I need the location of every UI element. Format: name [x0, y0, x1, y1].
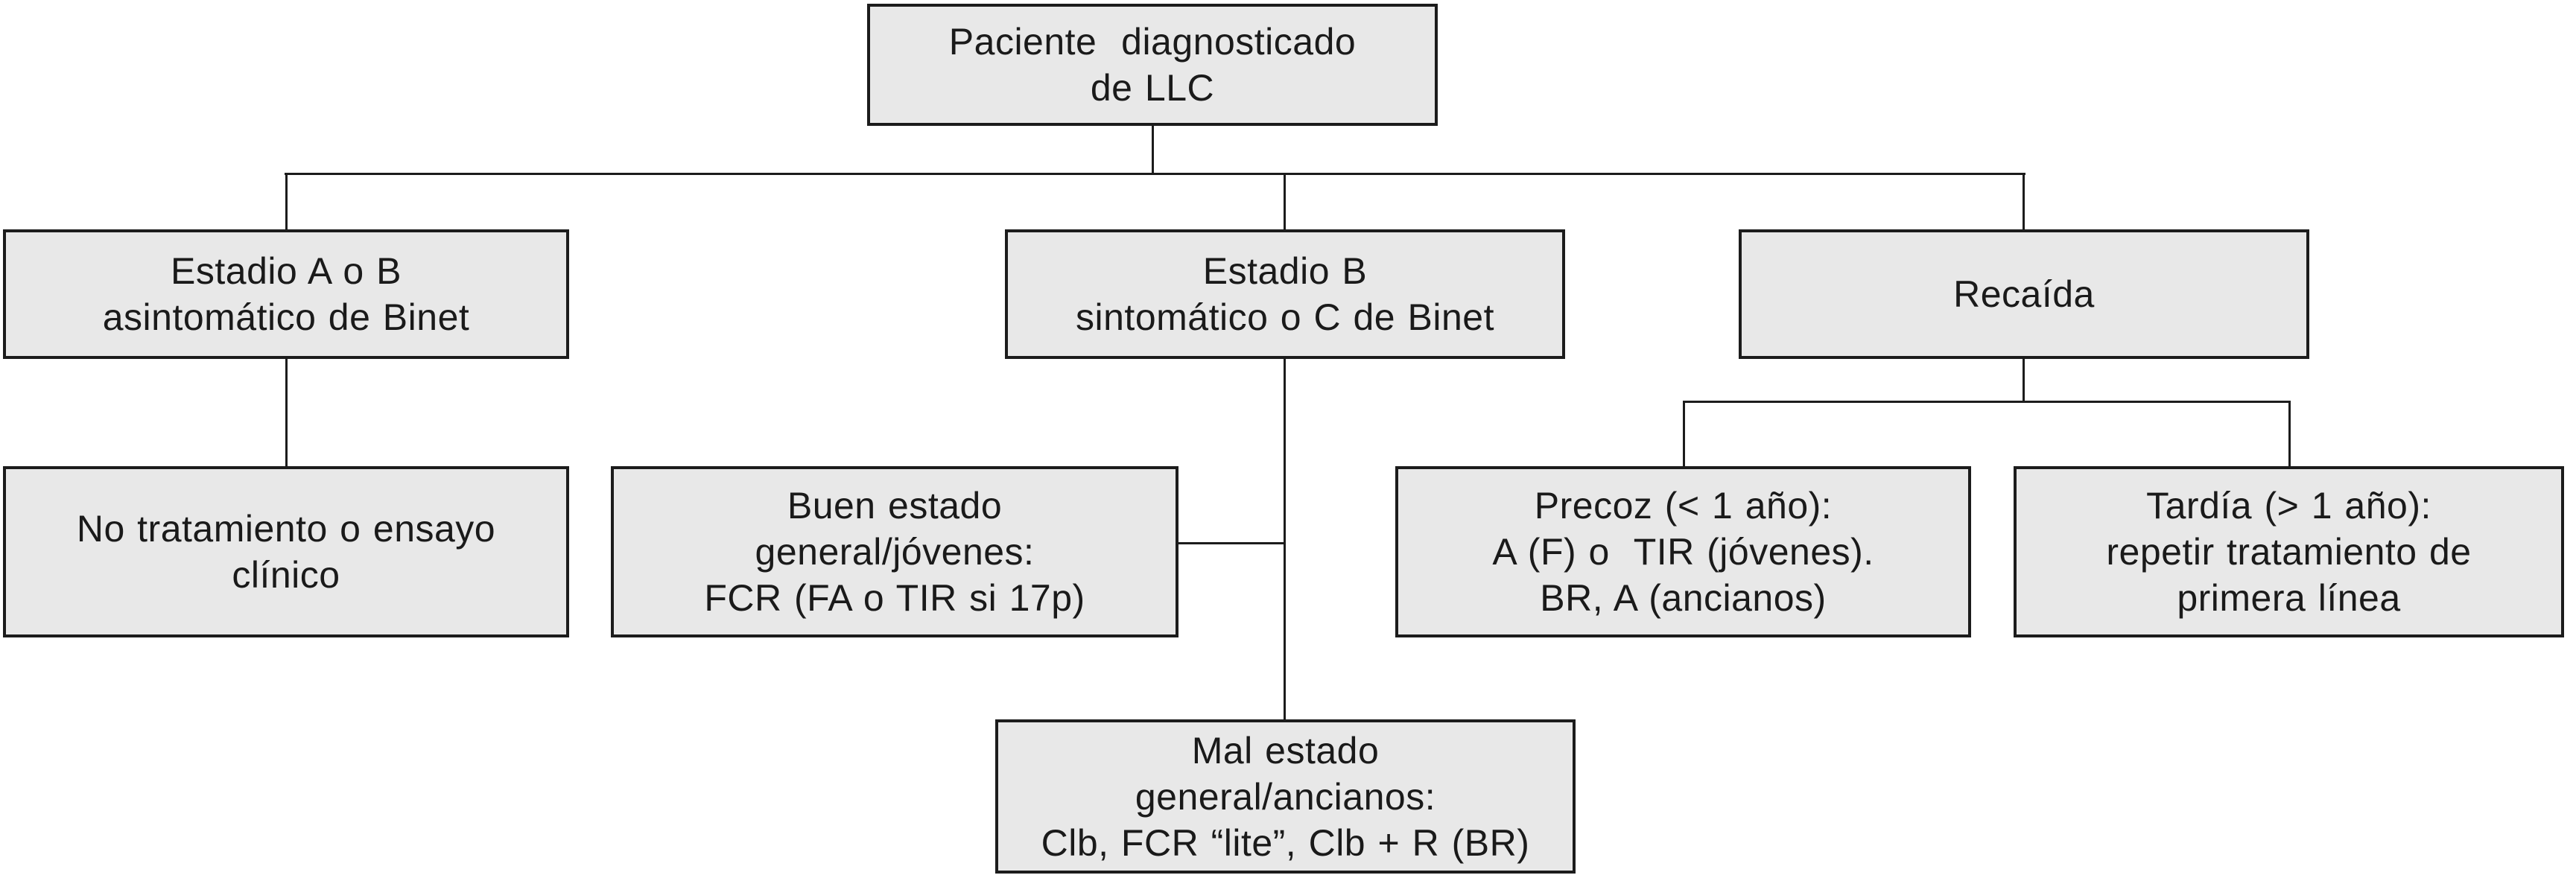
node-mal-estado-label: Mal estado general/ancianos: Clb, FCR “l…: [1041, 729, 1530, 864]
node-recaida-label: Recaída: [1953, 273, 2095, 315]
node-no-tratamiento-label: No tratamiento o ensayo clínico: [76, 508, 496, 596]
node-paciente-llc: Paciente diagnosticado de LLC: [867, 4, 1438, 126]
node-estadio-a-b-label: Estadio A o B asintomático de Binet: [102, 250, 470, 338]
connector-drop-estadio-ab: [285, 173, 288, 231]
node-mal-estado: Mal estado general/ancianos: Clb, FCR “l…: [995, 719, 1576, 874]
connector-buen-estado-stub: [1177, 542, 1285, 544]
connector-recaida-stem: [2023, 357, 2025, 402]
connector-drop-estadio-b: [1284, 173, 1286, 231]
connector-root-stem: [1152, 125, 1154, 174]
connector-drop-recaida: [2023, 173, 2025, 231]
node-recaida: Recaída: [1739, 229, 2309, 359]
node-tardia: Tardía (> 1 año): repetir tratamiento de…: [2014, 466, 2564, 637]
connector-recaida-bar: [1683, 401, 2291, 403]
node-precoz: Precoz (< 1 año): A (F) o TIR (jóvenes).…: [1395, 466, 1971, 637]
node-buen-estado-label: Buen estado general/jóvenes: FCR (FA o T…: [704, 485, 1085, 619]
node-estadio-b-c-label: Estadio B sintomático o C de Binet: [1076, 250, 1494, 338]
node-tardia-label: Tardía (> 1 año): repetir tratamiento de…: [2106, 485, 2472, 619]
connector-estadio-b-down: [1284, 357, 1286, 721]
connector-level1-bar: [285, 173, 2025, 175]
connector-estadio-ab-down: [285, 357, 288, 468]
node-estadio-b-c: Estadio B sintomático o C de Binet: [1005, 229, 1565, 359]
node-paciente-llc-label: Paciente diagnosticado de LLC: [948, 21, 1357, 109]
node-no-tratamiento: No tratamiento o ensayo clínico: [3, 466, 569, 637]
connector-drop-tardia: [2288, 401, 2291, 468]
connector-drop-precoz: [1683, 401, 1685, 468]
node-estadio-a-b: Estadio A o B asintomático de Binet: [3, 229, 569, 359]
node-precoz-label: Precoz (< 1 año): A (F) o TIR (jóvenes).…: [1492, 485, 1874, 619]
node-buen-estado: Buen estado general/jóvenes: FCR (FA o T…: [611, 466, 1178, 637]
